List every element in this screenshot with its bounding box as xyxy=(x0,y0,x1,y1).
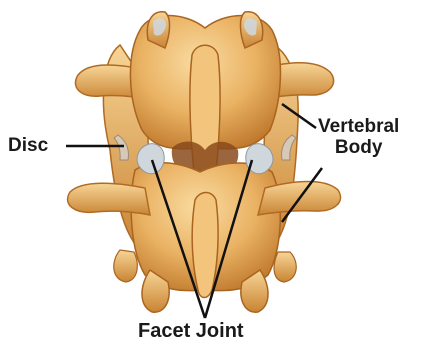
disc-label: Disc xyxy=(8,136,48,157)
facet-joint-label: Facet Joint xyxy=(138,320,244,342)
lower-spinous-process xyxy=(192,193,218,298)
vertebral-body-label-line1: Vertebral xyxy=(318,117,399,138)
vertebral-body-label: Vertebral Body xyxy=(318,117,399,159)
vertebral-body-label-line2: Body xyxy=(318,138,399,159)
